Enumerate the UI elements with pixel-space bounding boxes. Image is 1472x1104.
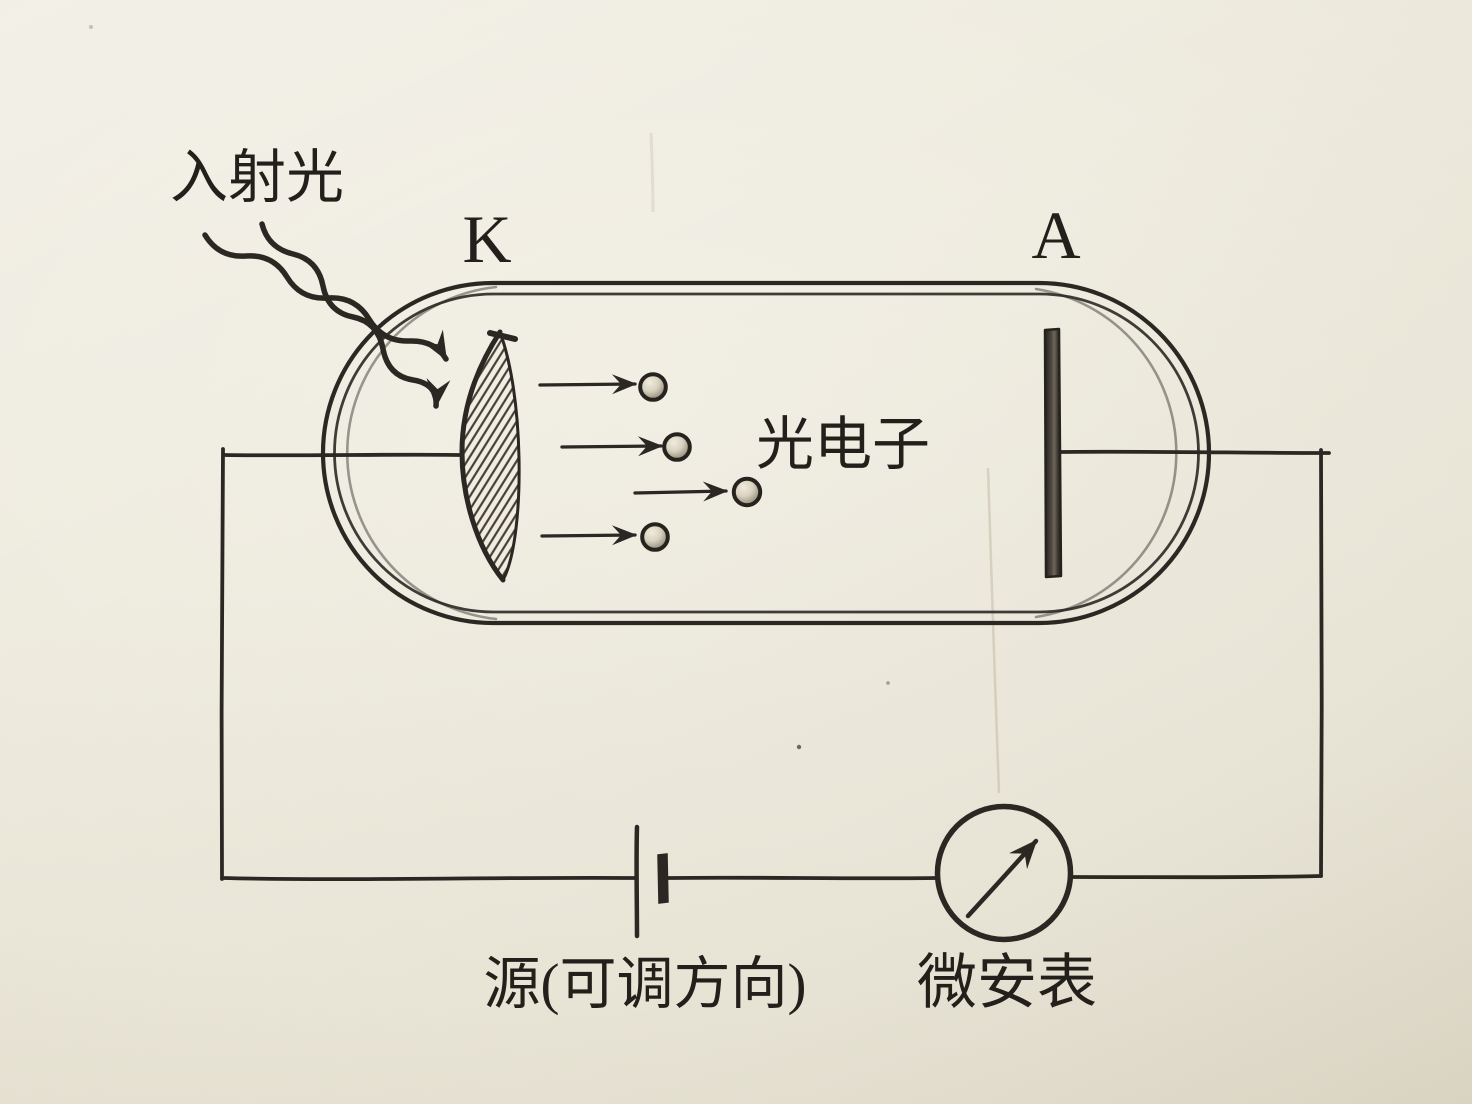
circuit-wires — [219, 447, 1331, 882]
anode-plate — [1043, 327, 1063, 579]
paper-smudges — [89, 25, 1001, 794]
electron — [638, 372, 668, 402]
meter-dial — [934, 803, 1074, 943]
electron — [731, 476, 763, 508]
incident-light-rays — [202, 221, 451, 409]
battery-short-plate — [657, 853, 669, 904]
cathode-label: K — [462, 201, 511, 277]
meter-needle-icon — [965, 838, 1039, 919]
wire-left-vertical — [219, 447, 225, 881]
wire-anode-right — [1059, 449, 1331, 455]
wire-bottom-left — [220, 875, 637, 882]
wire-cathode-left — [222, 452, 464, 458]
cathode-top-cap — [487, 330, 518, 342]
electron-motion-arrow-icon — [633, 481, 728, 502]
power-source-label: 源(可调方向) — [484, 953, 807, 1016]
wire-bottom-right — [1069, 874, 1323, 880]
photoelectron-label: 光电子 — [756, 412, 930, 477]
electron — [662, 432, 692, 462]
photoelectrons — [538, 372, 763, 552]
anode-body — [1043, 327, 1063, 579]
electron-motion-arrow-icon — [540, 525, 637, 546]
light-wave-arrow-icon — [259, 221, 451, 409]
anode-label: A — [1031, 197, 1080, 273]
cathode-plate — [459, 329, 521, 583]
incident-light-label: 入射光 — [170, 145, 344, 210]
cathode-front-face — [459, 329, 506, 583]
electron-motion-arrow-icon — [560, 436, 663, 457]
microammeter — [934, 803, 1074, 943]
battery-symbol — [634, 824, 669, 939]
electron-motion-arrow-icon — [538, 374, 637, 395]
cathode-body — [460, 330, 521, 582]
microammeter-label: 微安表 — [917, 950, 1097, 1016]
wire-right-vertical — [1319, 448, 1324, 878]
electron — [640, 522, 670, 552]
wire-battery-to-meter — [666, 875, 939, 881]
